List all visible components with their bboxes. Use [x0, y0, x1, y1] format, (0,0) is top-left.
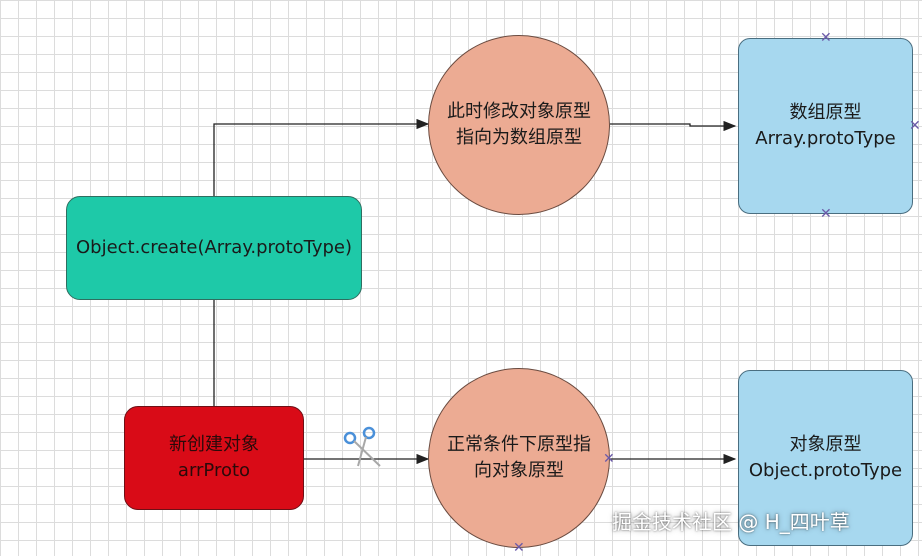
scissors-icon[interactable] — [343, 426, 381, 467]
connector-x-icon[interactable]: ✕ — [820, 206, 832, 222]
node-new-object-line2: arrProto — [177, 460, 251, 481]
connector-x-icon[interactable]: ✕ — [603, 451, 615, 467]
node-normal-proto-line1: 正常条件下原型指 — [447, 433, 591, 455]
node-modify-proto-line1: 此时修改对象原型 — [447, 100, 591, 122]
node-modify-proto[interactable]: 此时修改对象原型 指向为数组原型 — [428, 35, 610, 215]
node-object-create-label: Object.create(Array.protoType) — [75, 236, 353, 258]
edge-create-to-modify — [213, 118, 430, 196]
node-object-proto-line1: 对象原型 — [789, 433, 862, 455]
node-object-proto[interactable]: 对象原型 Object.protoType — [738, 370, 913, 546]
node-object-proto-line2: Object.protoType — [748, 460, 903, 481]
node-array-proto[interactable]: 数组原型 Array.protoType — [738, 38, 913, 214]
node-object-create[interactable]: Object.create(Array.protoType) — [66, 196, 362, 300]
node-new-object[interactable]: 新创建对象 arrProto — [124, 406, 304, 510]
connector-x-icon[interactable]: ✕ — [909, 118, 921, 134]
node-array-proto-line1: 数组原型 — [789, 101, 862, 123]
node-modify-proto-line2: 指向为数组原型 — [456, 127, 582, 148]
node-normal-proto-line2: 向对象原型 — [474, 460, 564, 481]
watermark: 掘金技术社区 @ H_四叶草 — [612, 510, 850, 534]
node-new-object-line1: 新创建对象 — [169, 433, 259, 455]
edge-modify-to-array-proto — [610, 120, 737, 132]
connector-x-icon[interactable]: ✕ — [820, 30, 832, 46]
connector-x-icon[interactable]: ✕ — [513, 540, 525, 556]
node-array-proto-line2: Array.protoType — [755, 128, 896, 149]
node-normal-proto[interactable]: 正常条件下原型指 向对象原型 — [428, 368, 610, 548]
